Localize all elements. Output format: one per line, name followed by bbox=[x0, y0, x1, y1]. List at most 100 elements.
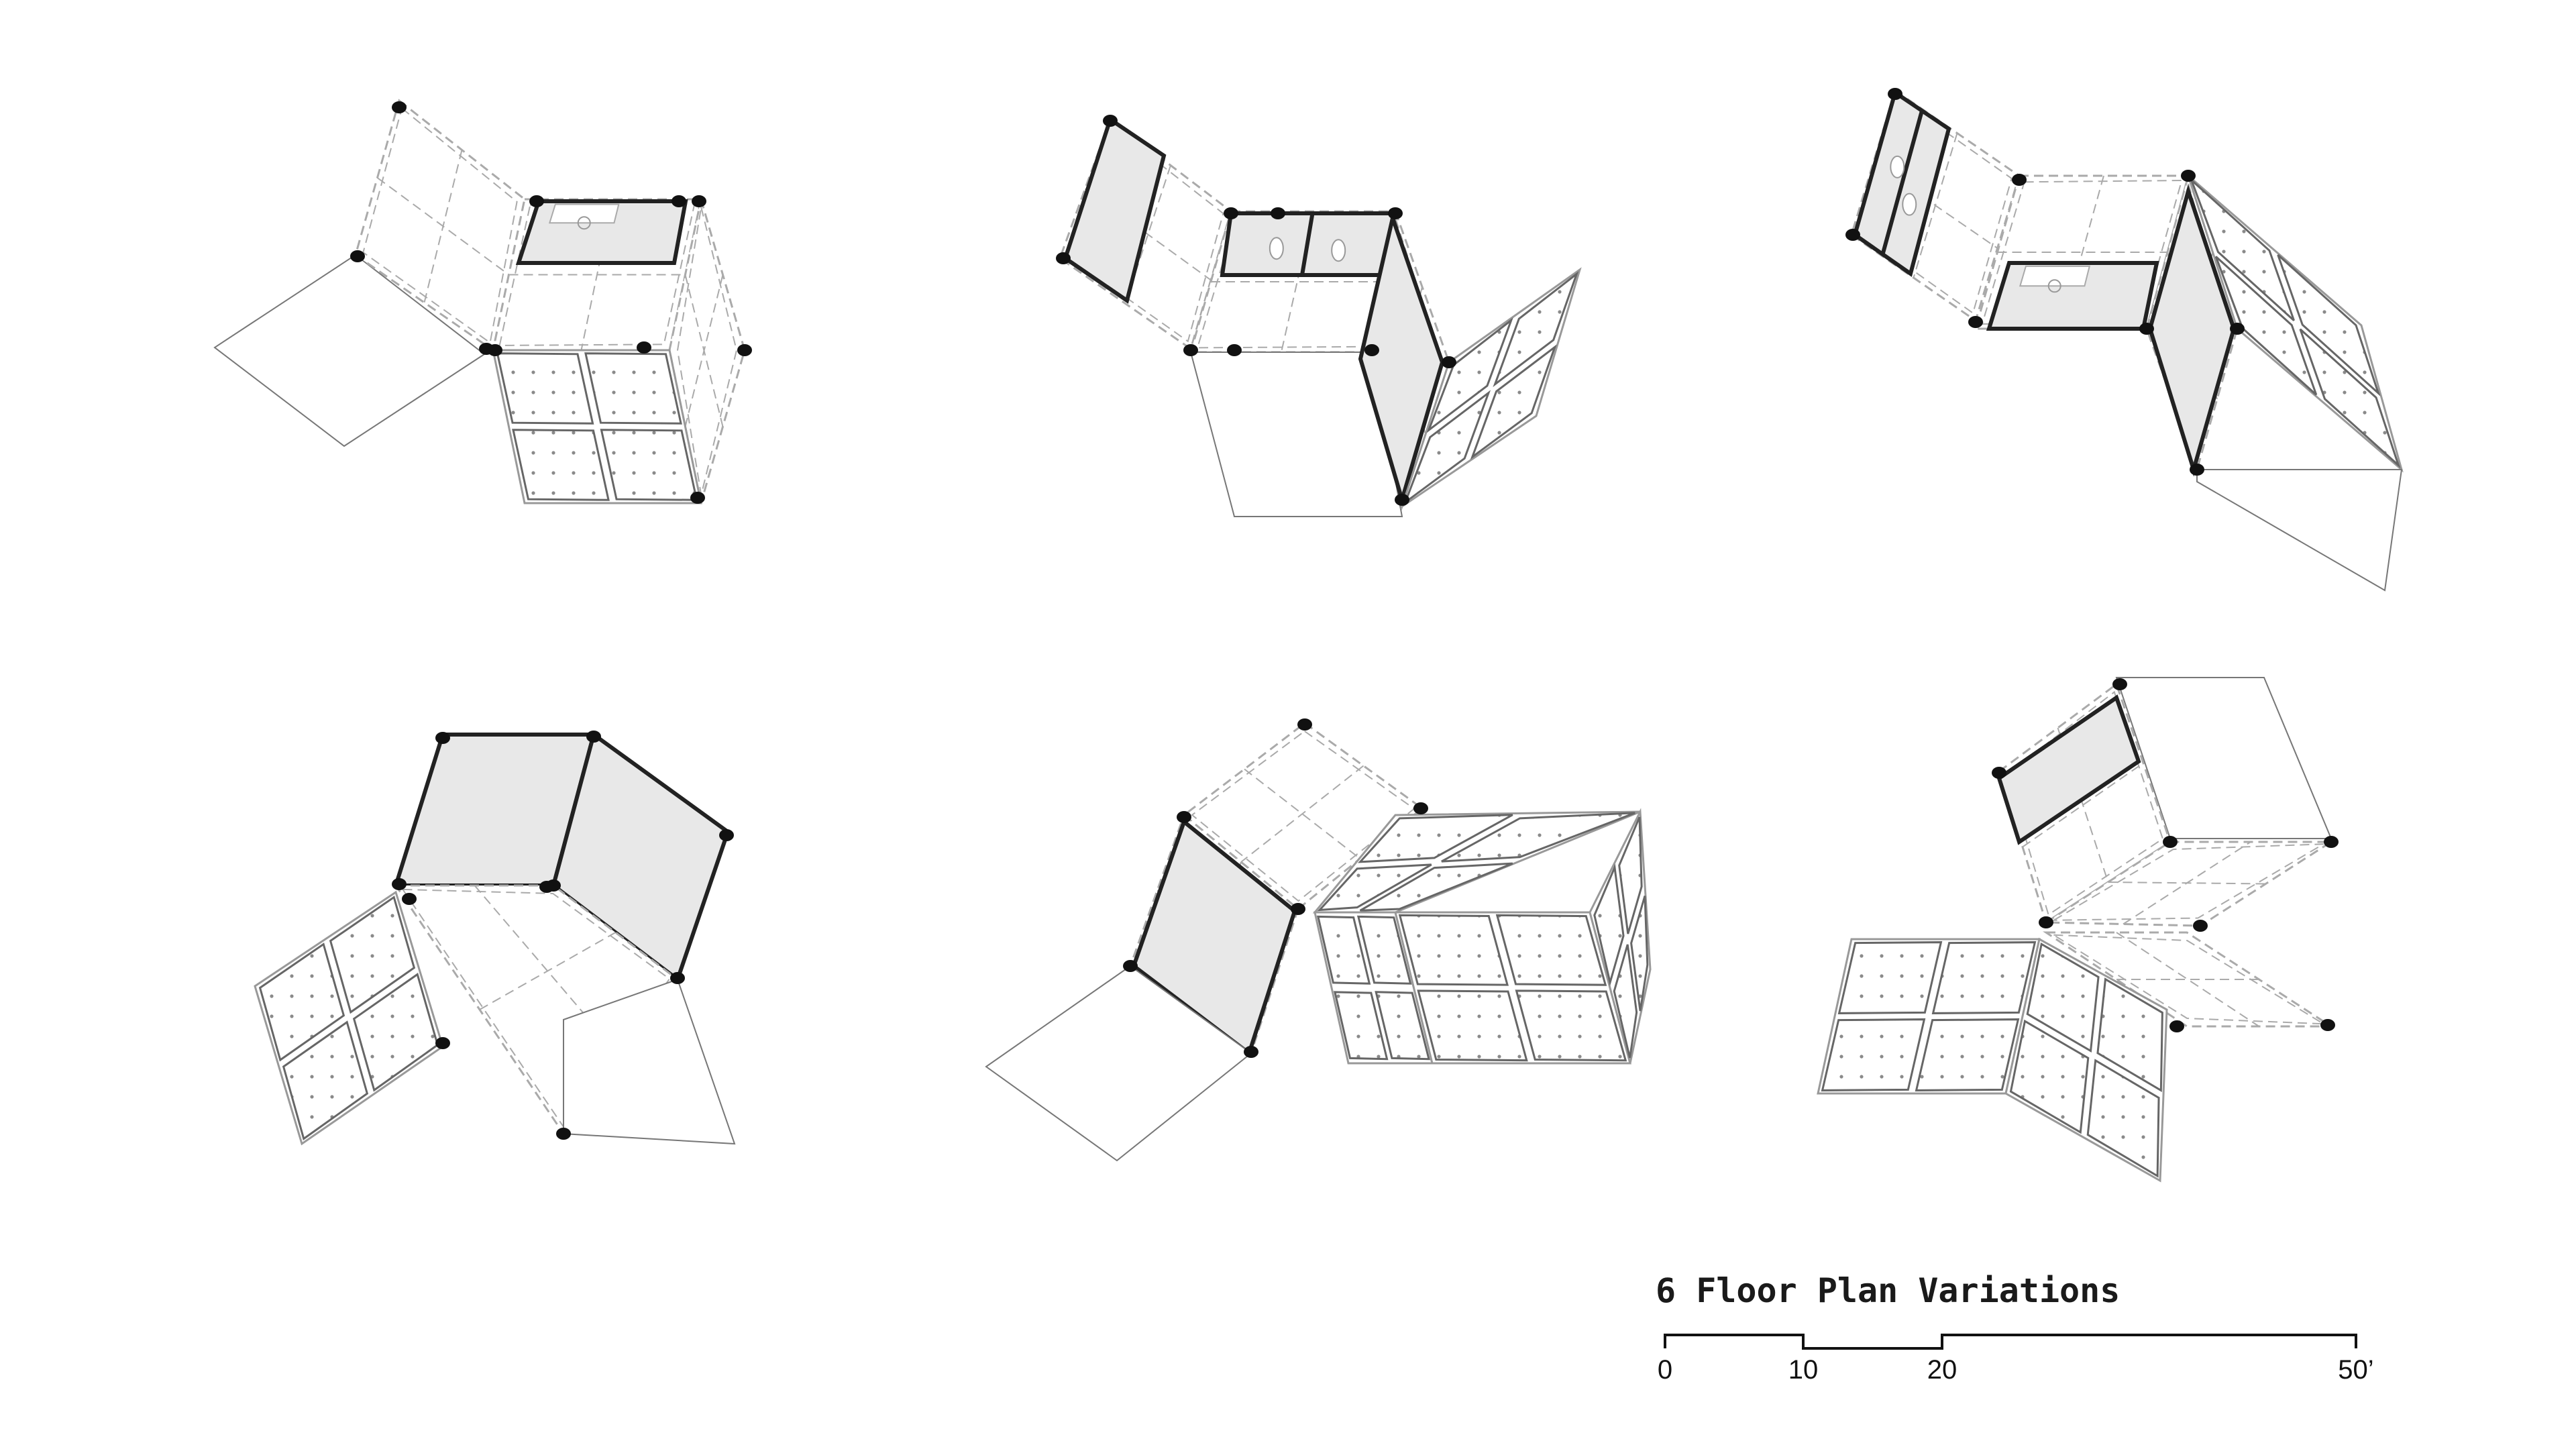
scale-bar bbox=[1664, 1334, 2357, 1350]
open-deck-panel bbox=[213, 254, 486, 447]
scale-label-20: 20 bbox=[1927, 1355, 1957, 1385]
structural-post bbox=[1271, 207, 1285, 219]
solar-panel-tile bbox=[1375, 991, 1430, 1061]
solar-panel-tile bbox=[2214, 256, 2318, 396]
solar-panel-tile bbox=[1357, 814, 1513, 863]
solar-panel-tile bbox=[258, 943, 345, 1062]
structural-post bbox=[1056, 252, 1071, 264]
structural-post bbox=[529, 195, 544, 207]
module-gridline bbox=[2057, 727, 2109, 883]
module-gridline bbox=[1872, 162, 1998, 249]
structural-post bbox=[435, 732, 450, 744]
solar-panel-tile bbox=[2009, 1019, 2090, 1134]
scale-label-10: 10 bbox=[1788, 1355, 1819, 1385]
solar-panel-tile bbox=[2026, 942, 2100, 1053]
structural-post bbox=[1244, 1046, 1258, 1058]
solar-panel-tile bbox=[584, 352, 682, 425]
kitchen-counter-icon bbox=[548, 203, 620, 224]
solar-panel-tile bbox=[1426, 317, 1513, 433]
structural-post bbox=[2324, 836, 2339, 848]
floor-plan-2 bbox=[1056, 115, 1582, 517]
structural-post bbox=[2039, 916, 2053, 928]
solar-panel-tile bbox=[1333, 991, 1389, 1061]
structural-post bbox=[586, 731, 601, 743]
solar-panel-tile bbox=[2086, 1059, 2160, 1178]
module-inner-outline bbox=[2005, 690, 2164, 916]
module-gridline bbox=[2123, 841, 2251, 925]
structural-post bbox=[1123, 960, 1138, 972]
solar-panel-tile bbox=[1359, 862, 1513, 912]
structural-post bbox=[1845, 229, 1860, 241]
solar-panel-tile bbox=[512, 429, 610, 501]
solar-panel-tile bbox=[1618, 816, 1643, 934]
solar-panel-tile bbox=[1470, 344, 1557, 460]
open-deck-panel bbox=[563, 978, 736, 1145]
structural-post bbox=[690, 492, 705, 504]
solar-panel-tile bbox=[1837, 941, 1943, 1014]
structural-post bbox=[672, 195, 686, 207]
structural-post bbox=[556, 1128, 571, 1140]
solar-panel-tile bbox=[1317, 863, 1432, 912]
module-inner-outline bbox=[1981, 180, 2183, 325]
room-partition bbox=[1300, 213, 1315, 276]
structural-post bbox=[539, 881, 554, 893]
structural-post bbox=[1395, 494, 1409, 506]
structural-post bbox=[692, 195, 706, 207]
structural-post bbox=[2190, 464, 2204, 476]
structural-post bbox=[1413, 802, 1428, 814]
toilet-icon bbox=[1890, 155, 1905, 178]
open-deck-panel bbox=[985, 965, 1252, 1162]
structural-post bbox=[1364, 344, 1379, 356]
structural-post bbox=[2193, 920, 2208, 932]
solar-panel-tile bbox=[2277, 254, 2381, 396]
module-inner-outline bbox=[2051, 934, 2326, 1025]
floor-plan-5 bbox=[985, 718, 1652, 1162]
solar-panel-tile bbox=[329, 896, 416, 1014]
solar-panel-tile bbox=[1356, 915, 1412, 985]
structural-post bbox=[1103, 115, 1118, 127]
structural-post bbox=[2169, 1020, 2184, 1032]
structural-post bbox=[402, 893, 417, 905]
module-inner-outline bbox=[1191, 730, 1415, 902]
floor-plan-1 bbox=[213, 99, 752, 504]
kitchen-counter-icon bbox=[2019, 265, 2091, 287]
solar-panel-tile bbox=[1398, 914, 1509, 986]
module-inner-outline bbox=[2051, 843, 2324, 921]
structural-post bbox=[719, 829, 734, 841]
solar-panel-tile bbox=[2190, 179, 2295, 321]
solar-panel-tile bbox=[1493, 271, 1579, 388]
structural-post bbox=[1992, 767, 2006, 779]
sink-icon bbox=[2047, 279, 2061, 293]
scale-label-0: 0 bbox=[1657, 1355, 1673, 1385]
structural-post bbox=[350, 250, 365, 262]
solar-panel-tile bbox=[1593, 863, 1625, 987]
structural-post bbox=[1183, 344, 1198, 356]
solar-panel-tile bbox=[1821, 1018, 1926, 1091]
structural-post bbox=[2163, 836, 2178, 848]
solar-panel-tile bbox=[1403, 390, 1491, 505]
structural-post bbox=[1968, 316, 1983, 328]
solar-panel-tile bbox=[282, 1020, 369, 1140]
floor-plan-6 bbox=[1817, 677, 2339, 1183]
solar-panel-tile bbox=[496, 352, 594, 425]
room-partition bbox=[1880, 110, 1924, 255]
structural-post bbox=[435, 1037, 450, 1049]
open-deck-panel bbox=[2196, 469, 2403, 592]
structural-post bbox=[392, 101, 407, 113]
solar-panel-tile bbox=[2096, 977, 2163, 1092]
solar-panel-tile bbox=[1515, 989, 1627, 1062]
structural-post bbox=[2112, 678, 2127, 690]
structural-post bbox=[670, 972, 685, 984]
solar-panel-tile bbox=[1441, 812, 1635, 863]
solar-panel-tile bbox=[1495, 914, 1607, 986]
diagram-title: 6 Floor Plan Variations bbox=[1656, 1271, 2121, 1310]
enclosed-room bbox=[1063, 116, 1167, 304]
solar-panel-tile bbox=[1316, 915, 1371, 985]
structural-post bbox=[1388, 207, 1403, 219]
enclosed-room bbox=[1996, 694, 2141, 845]
module-gridline bbox=[479, 932, 616, 1010]
solar-panel-tile bbox=[1915, 1018, 2020, 1091]
structural-post bbox=[1224, 207, 1238, 219]
sink-icon bbox=[577, 216, 591, 230]
